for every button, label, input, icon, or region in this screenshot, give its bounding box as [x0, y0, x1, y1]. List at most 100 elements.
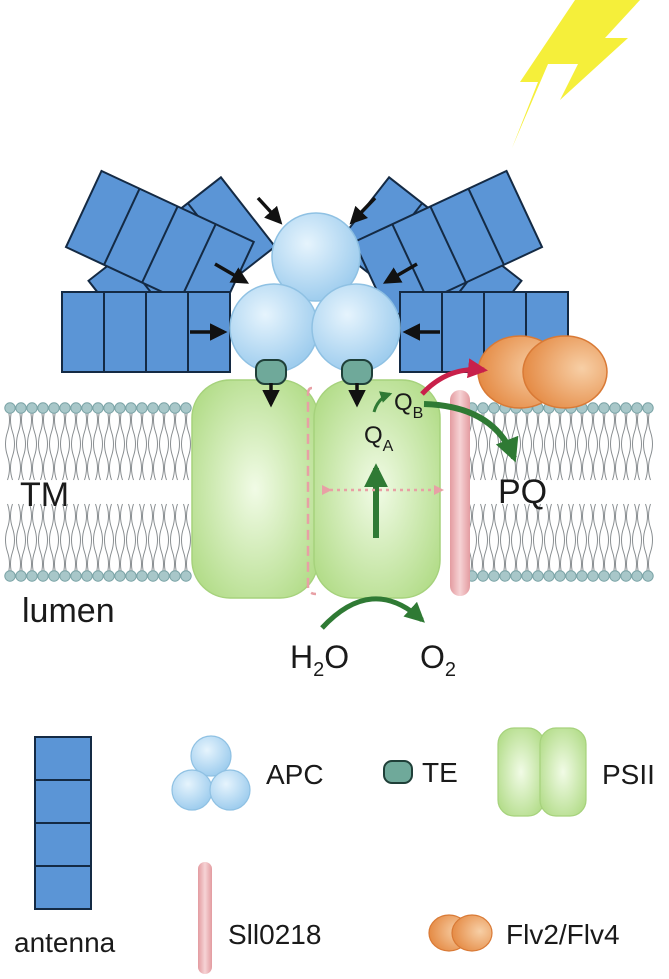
lipid-tail [43, 407, 48, 481]
lipid-head [15, 570, 27, 582]
lipid-tail [76, 407, 81, 481]
lipid-tail [170, 407, 175, 481]
lipid-tail [599, 503, 604, 577]
lipid-tail [181, 503, 186, 577]
lipid-head [598, 402, 610, 414]
lipid-tail [159, 503, 164, 577]
lipid-head [631, 402, 643, 414]
lightning-bolt-icon [512, 0, 640, 148]
lipid-tail [494, 407, 499, 481]
lipid-head [147, 402, 159, 414]
lipid-tail [120, 407, 125, 481]
energy-arrow [382, 262, 418, 284]
lipid-head [136, 402, 148, 414]
lipid-tail [32, 503, 37, 577]
lipid-head [70, 402, 82, 414]
lipid-tail [142, 407, 147, 481]
lipid-tail [10, 407, 15, 481]
lipid-head [180, 570, 192, 582]
lipid-tail [610, 503, 615, 577]
lipid-tail [478, 503, 483, 577]
apc-disc [229, 283, 319, 373]
lipid-tail [76, 503, 81, 577]
te-block-right [341, 359, 373, 385]
lipid-tail [5, 503, 10, 577]
lipid-tail [49, 407, 54, 481]
lipid-tail [637, 407, 642, 481]
lipid-tail [60, 407, 65, 481]
lipid-head [103, 402, 115, 414]
lipid-tail [153, 503, 158, 577]
lipid-tail [164, 407, 169, 481]
lipid-tail [632, 407, 637, 481]
legend-sll0218-label: Sll0218 [228, 919, 321, 950]
lipid-head [147, 570, 159, 582]
lipid-head [620, 402, 632, 414]
flv-subunit-front [522, 335, 608, 409]
lipid-tail [65, 503, 70, 577]
legend: antenna APC TE PSII Sll0218 Flv2/Flv4 [14, 727, 655, 974]
lipid-head [609, 402, 621, 414]
lipid-tail [104, 407, 109, 481]
lipid-tail [71, 407, 76, 481]
lipid-head [609, 570, 621, 582]
lipid-tail [87, 407, 92, 481]
lipid-tail [153, 407, 158, 481]
pq-label: PQ [498, 473, 547, 511]
lipid-tail [32, 407, 37, 481]
lipid-tail [82, 503, 87, 577]
lipid-tail [126, 407, 131, 481]
lipid-head [48, 402, 60, 414]
lipid-tail [126, 503, 131, 577]
lipid-head [642, 402, 654, 414]
tm-label: TM [20, 476, 69, 514]
lipid-tail [571, 503, 576, 577]
lipid-tail [511, 503, 516, 577]
legend-flv-swatch [428, 914, 493, 952]
lipid-tail [593, 407, 598, 481]
lipid-head [48, 570, 60, 582]
legend-te-swatch [383, 760, 413, 784]
water-oxidation-arrow [320, 596, 425, 630]
lipid-head [587, 570, 599, 582]
lipid-tail [148, 503, 153, 577]
lipid-tail [577, 503, 582, 577]
lipid-tail [115, 407, 120, 481]
lipid-tail [527, 407, 532, 481]
lipid-head [125, 570, 137, 582]
lipid-tail [16, 503, 21, 577]
psii-monomer-left [191, 379, 319, 599]
lipid-tail [621, 503, 626, 577]
lipid-head [499, 570, 511, 582]
lipid-tail [538, 503, 543, 577]
lipid-tail [511, 407, 516, 481]
psii-dashed-outline [306, 386, 317, 596]
sll0218-protein [450, 390, 470, 596]
lipid-head [114, 570, 126, 582]
lipid-tail [566, 407, 571, 481]
lipid-tail [137, 503, 142, 577]
lipid-head [620, 570, 632, 582]
legend-te-label: TE [422, 757, 458, 788]
lipid-tail [544, 503, 549, 577]
lipid-tail [604, 407, 609, 481]
lipid-tail [516, 407, 521, 481]
lipid-tail [181, 407, 186, 481]
thylakoid-membrane [4, 402, 654, 582]
qa-to-qb-arrow [372, 391, 393, 413]
lipid-tail [38, 407, 43, 481]
lipid-tail [10, 503, 15, 577]
lipid-tail [549, 407, 554, 481]
lipid-tail [560, 503, 565, 577]
lipid-tail [137, 407, 142, 481]
lipid-tail [560, 407, 565, 481]
lipid-tail [164, 503, 169, 577]
lipid-tail [54, 503, 59, 577]
lipid-tail [93, 503, 98, 577]
legend-apc-swatch [171, 735, 251, 811]
lipid-tail [175, 503, 180, 577]
energy-arrow [256, 196, 283, 225]
lipid-tail [109, 407, 114, 481]
lipid-tail [599, 407, 604, 481]
lipid-tail [571, 407, 576, 481]
